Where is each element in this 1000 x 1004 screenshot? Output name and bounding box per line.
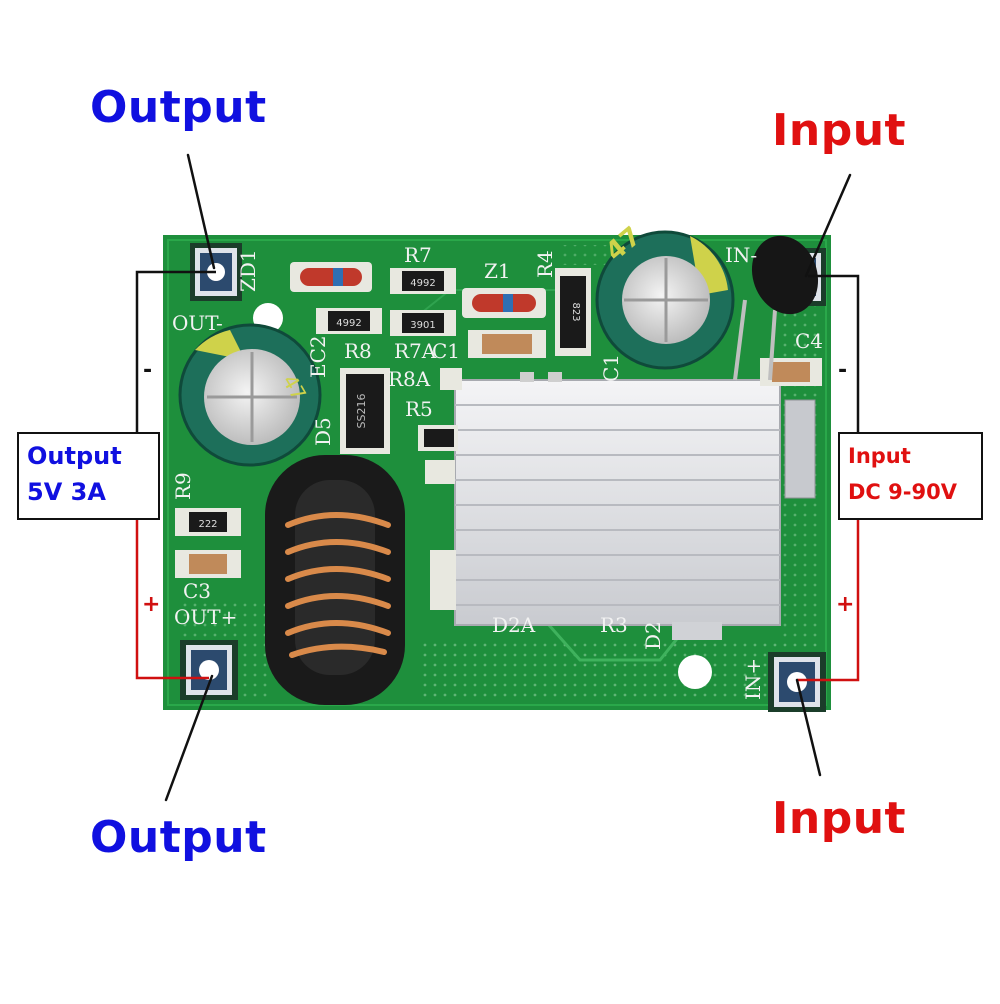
silk-out-minus: OUT- xyxy=(172,311,223,335)
silk-r3: R3 xyxy=(600,613,628,637)
output-spec-box: Output 5V 3A xyxy=(17,432,160,520)
silk-r7: R7 xyxy=(404,243,432,267)
label-input-top: Input xyxy=(772,105,907,156)
pointer-output-bottom xyxy=(164,674,214,802)
input-spec-box: Input DC 9-90V xyxy=(838,432,983,520)
mounting-hole-right xyxy=(678,655,712,689)
silk-r4: R4 xyxy=(533,250,557,278)
silk-in-plus: IN+ xyxy=(741,658,765,700)
output-spec-line1: Output xyxy=(27,442,122,470)
input-spec-line2: DC 9-90V xyxy=(848,480,957,504)
capacitor-c1: 47 xyxy=(595,221,735,370)
polarity-in-plus: + xyxy=(836,592,855,617)
pointer-output-top xyxy=(186,153,216,270)
silk-d2a: D2A xyxy=(492,613,536,637)
resistor-r4: 823 xyxy=(555,268,591,356)
silk-in-minus: IN- xyxy=(725,243,757,267)
label-input-bottom: Input xyxy=(772,793,907,844)
silk-d2: D2 xyxy=(641,621,665,650)
label-output-top: Output xyxy=(90,82,267,133)
diode-zd1 xyxy=(290,262,372,292)
capacitor-c1-smd xyxy=(468,330,546,358)
silk-r8a: R8A xyxy=(388,367,431,391)
silk-c4: C4 xyxy=(795,329,823,353)
varistor xyxy=(733,235,819,381)
silkscreen-labels: ZD1 R7 Z1 R4 IN- OUT- EC2 R8 R7A C1 C1 C… xyxy=(171,243,823,700)
inductor xyxy=(265,455,405,705)
r8-value: 4992 xyxy=(336,318,361,329)
resistor-r5 xyxy=(418,425,458,451)
silk-r7a: R7A xyxy=(394,339,437,363)
polarity-out-plus: + xyxy=(142,592,161,617)
silk-c1: C1 xyxy=(599,354,623,382)
silk-c3: C3 xyxy=(183,579,211,603)
output-spec-line2: 5V 3A xyxy=(27,478,106,506)
resistor-r9: 222 xyxy=(175,508,241,536)
r9-value: 222 xyxy=(198,519,217,530)
heatsink xyxy=(454,379,816,626)
silk-r9: R9 xyxy=(171,472,195,500)
silk-r5: R5 xyxy=(405,397,433,421)
r7a-value: 3901 xyxy=(410,320,435,331)
pointer-lines xyxy=(164,153,852,802)
resistor-r8: 4992 xyxy=(316,308,382,334)
silk-r8: R8 xyxy=(344,339,372,363)
silk-ec2: EC2 xyxy=(306,335,330,378)
label-output-bottom: Output xyxy=(90,812,267,863)
small-parts xyxy=(425,368,722,640)
polarity-in-minus: - xyxy=(838,358,848,383)
silk-d5: D5 xyxy=(311,417,335,446)
wiring-output xyxy=(135,270,216,680)
capacitor-c3 xyxy=(175,550,241,578)
input-spec-line1: Input xyxy=(848,444,911,468)
pad-out-plus xyxy=(180,640,238,700)
wiring-input xyxy=(797,274,860,682)
pointer-input-bottom xyxy=(795,678,822,777)
silk-c1-top: C1 xyxy=(432,339,460,363)
capacitor-ec2: 47 xyxy=(178,323,322,467)
polarity-out-minus: - xyxy=(143,358,153,383)
resistor-r7a: 3901 xyxy=(390,310,456,336)
d5-value: SS216 xyxy=(355,394,368,429)
silk-z1: Z1 xyxy=(484,259,511,283)
resistor-r7: 4992 xyxy=(390,268,456,294)
diode-z1 xyxy=(462,288,546,318)
diode-d5: SS216 xyxy=(340,368,390,454)
r7-value: 4992 xyxy=(410,278,435,289)
r4-value: 823 xyxy=(570,302,581,321)
silk-out-plus: OUT+ xyxy=(174,605,237,629)
silk-zd1: ZD1 xyxy=(236,249,260,292)
pointer-input-top xyxy=(804,173,852,278)
